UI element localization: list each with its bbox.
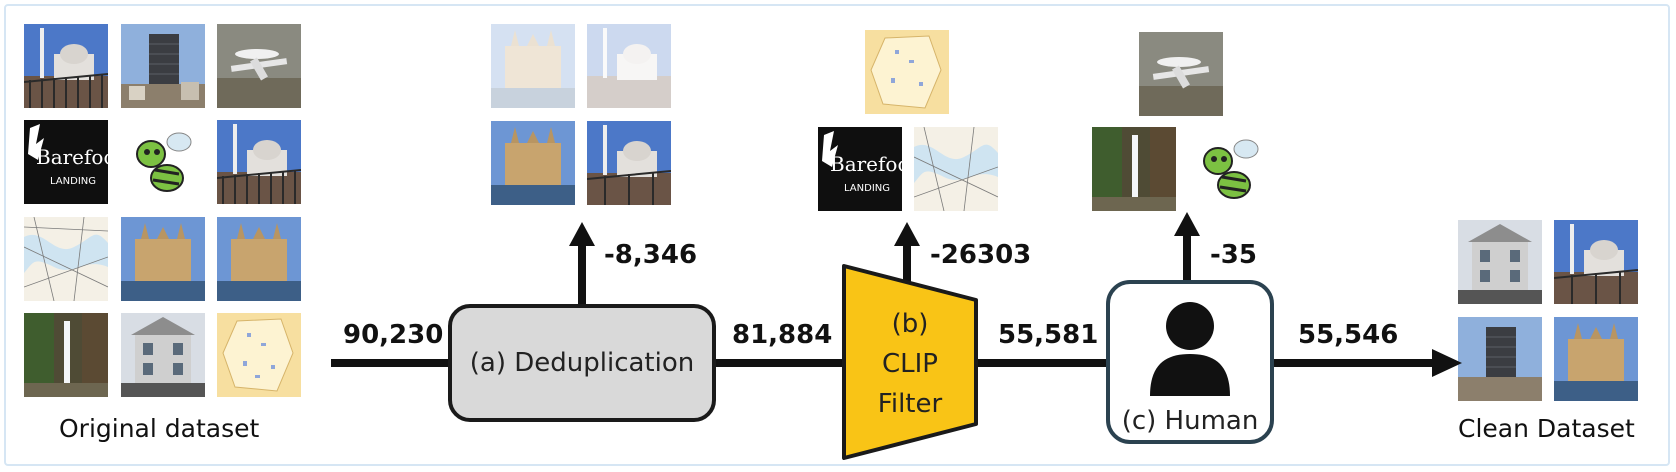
cathedral-photo-icon (491, 24, 575, 108)
political-map-icon (865, 30, 949, 114)
clip-filter-stage: (b) CLIP Filter (840, 262, 980, 462)
waterfall-photo-icon (24, 313, 108, 397)
topo-map-icon (24, 217, 108, 301)
flow-line-clip-to-human (974, 359, 1108, 367)
flow-line-output (1274, 359, 1434, 367)
tower-photo-icon (1458, 317, 1542, 401)
aircraft-photo-icon (1139, 32, 1223, 116)
figure-frame (4, 4, 1670, 466)
count-after-dedup: 81,884 (732, 320, 833, 350)
political-map-icon (217, 313, 301, 397)
count-removed-dedup: -8,346 (604, 240, 698, 270)
cathedral-photo-icon (491, 121, 575, 205)
person-icon (1150, 302, 1230, 396)
flow-line-dedup-to-clip (716, 359, 846, 367)
clip-arrow-head (894, 222, 920, 246)
cathedral-photo-icon (217, 217, 301, 301)
mosque-photo-icon (587, 121, 671, 205)
count-removed-clip: -26303 (930, 240, 1032, 270)
clean-dataset-caption: Clean Dataset (1458, 414, 1635, 443)
barefoot-logo-icon: BarefootLANDING (24, 120, 108, 204)
house-photo-icon (1458, 220, 1542, 304)
output-arrow-head (1432, 349, 1462, 377)
count-after-human: 55,546 (1298, 320, 1399, 350)
clip-label-line3: Filter (877, 389, 943, 419)
original-dataset-caption: Original dataset (59, 414, 260, 443)
tower-photo-icon (121, 24, 205, 108)
clip-label-line2: CLIP (882, 349, 938, 379)
logo-sub: LANDING (844, 183, 890, 194)
human-review-stage: (c) Human (1106, 280, 1274, 444)
clip-label-line1: (b) (891, 309, 929, 339)
deduplication-stage: (a) Deduplication (448, 304, 716, 422)
clip-removal-arrow (903, 246, 911, 282)
human-arrow-head (1174, 212, 1200, 236)
human-label: (c) Human (1121, 406, 1259, 436)
bee-cartoon-icon (121, 120, 205, 204)
bee-cartoon-icon (1188, 127, 1272, 211)
mosque-photo-icon (587, 24, 671, 108)
house-photo-icon (121, 313, 205, 397)
logo-word: Barefoot (36, 145, 108, 169)
count-after-clip: 55,581 (998, 320, 1099, 350)
topo-map-icon (914, 127, 998, 211)
dedup-arrow-head (569, 222, 595, 246)
mosque-photo-icon (24, 24, 108, 108)
waterfall-photo-icon (1092, 127, 1176, 211)
barefoot-logo-icon: BarefootLANDING (818, 127, 902, 211)
flow-line-input (331, 359, 449, 367)
mosque-photo-icon (1554, 220, 1638, 304)
dedup-removal-arrow (578, 246, 586, 304)
count-input: 90,230 (343, 320, 444, 350)
logo-sub: LANDING (50, 176, 96, 187)
cathedral-photo-icon (1554, 317, 1638, 401)
mosque-photo-icon (217, 120, 301, 204)
logo-word: Barefoot (830, 152, 902, 176)
cathedral-photo-icon (121, 217, 205, 301)
human-removal-arrow (1183, 236, 1191, 282)
deduplication-label: (a) Deduplication (469, 348, 695, 378)
clip-trapezoid-shape (842, 264, 978, 460)
count-removed-human: -35 (1210, 240, 1257, 270)
aircraft-photo-icon (217, 24, 301, 108)
